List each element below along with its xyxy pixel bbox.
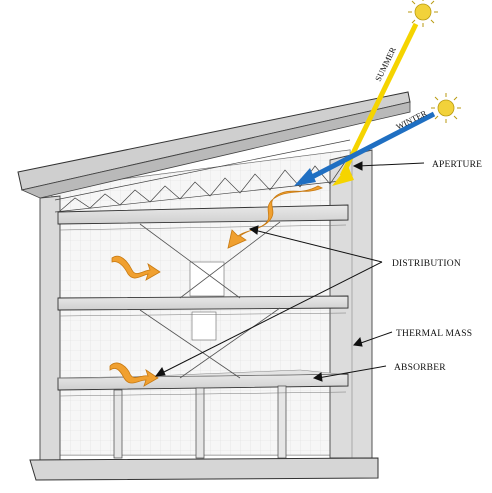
absorber-label: ABSORBER bbox=[394, 363, 446, 373]
columns bbox=[113, 385, 287, 459]
thermal-mass-label: THERMAL MASS bbox=[396, 329, 472, 339]
heat-arrow-main bbox=[227, 185, 323, 249]
sun-icon bbox=[408, 0, 438, 27]
diagonal-bracing bbox=[139, 221, 281, 379]
floor-slab-middle bbox=[57, 295, 349, 311]
building-section bbox=[17, 91, 411, 481]
left-wall bbox=[39, 195, 61, 461]
ground-base bbox=[29, 457, 379, 481]
summer-ray bbox=[332, 22, 419, 186]
heat-arrow-upper bbox=[111, 255, 161, 281]
sun-icon bbox=[431, 93, 461, 123]
distribution-label: DISTRIBUTION bbox=[392, 259, 461, 269]
heat-flow-arrows bbox=[109, 185, 323, 387]
winter-ray bbox=[294, 111, 436, 186]
leader-lines bbox=[154, 161, 425, 382]
atrium-opening bbox=[189, 261, 225, 297]
heat-arrow-lower bbox=[109, 362, 159, 387]
aperture-label: APERTURE bbox=[432, 160, 482, 170]
floor-slab-upper bbox=[57, 204, 349, 225]
